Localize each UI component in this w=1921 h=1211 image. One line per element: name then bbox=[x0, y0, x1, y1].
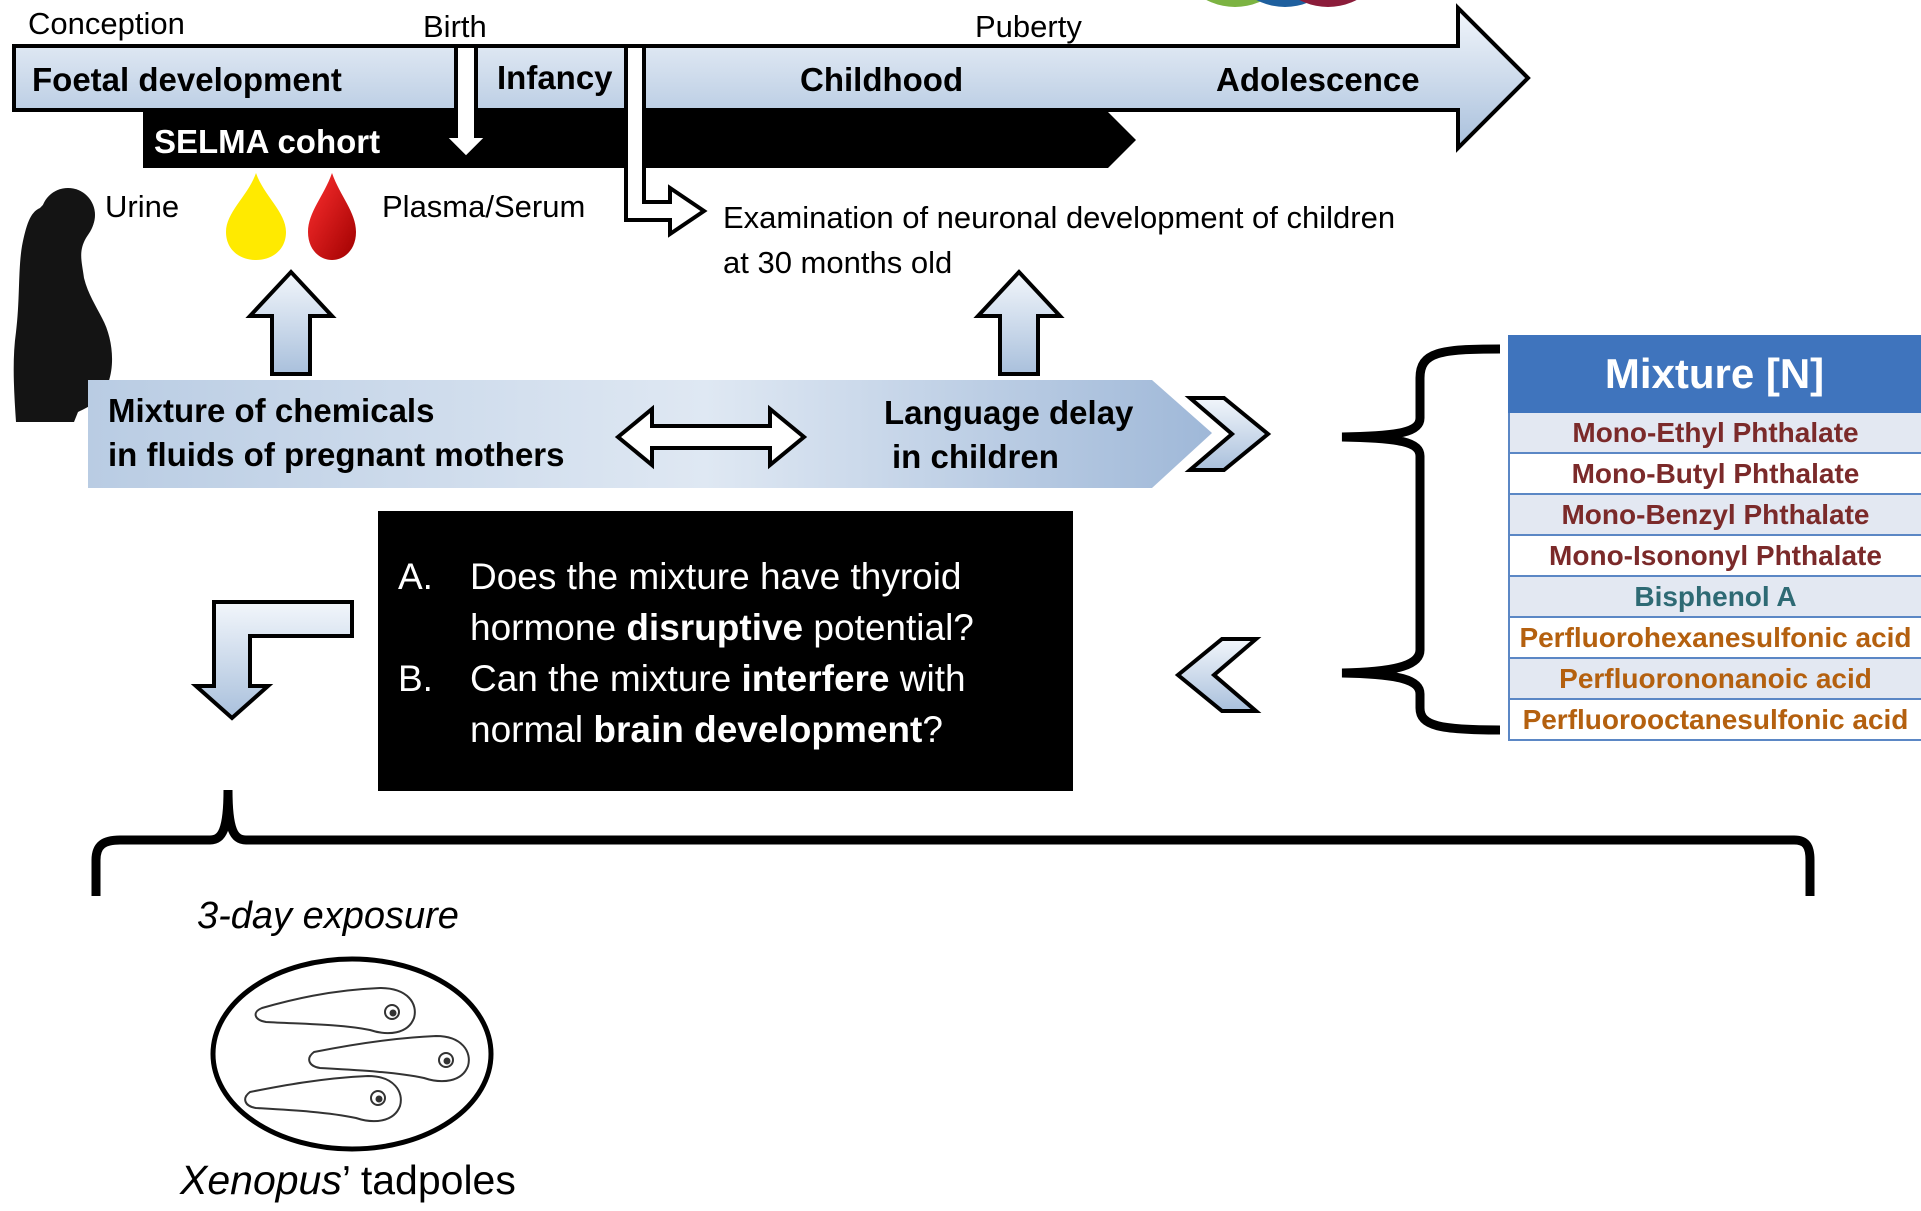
mixture-item: Bisphenol A bbox=[1510, 577, 1921, 618]
question-b-part: ? bbox=[922, 709, 943, 750]
stage-infancy-label: Infancy bbox=[497, 59, 613, 96]
tadpole-icon bbox=[244, 986, 470, 1123]
blood-drop-icon bbox=[308, 173, 356, 260]
pregnant-woman-silhouette bbox=[13, 188, 113, 422]
question-b-emphasis: brain development bbox=[593, 709, 923, 750]
question-a-emphasis: disruptive bbox=[626, 607, 804, 648]
question-b-emphasis: interfere bbox=[741, 658, 890, 699]
urine-label: Urine bbox=[105, 189, 179, 224]
question-a-part: potential? bbox=[803, 607, 974, 648]
stage-foetal-label: Foetal development bbox=[32, 61, 342, 98]
mixture-item: Perfluorononanoic acid bbox=[1510, 659, 1921, 700]
mixture-chemicals-line-2: in fluids of pregnant mothers bbox=[108, 436, 565, 473]
puberty-label: Puberty bbox=[975, 9, 1082, 44]
language-delay-line-2: in children bbox=[892, 438, 1059, 475]
exposure-bracket bbox=[91, 789, 1815, 896]
examination-line-2: at 30 months old bbox=[723, 245, 952, 280]
question-a-part: Does the mixture have thyroid hormone bbox=[470, 556, 962, 648]
mixture-chemicals-line-1: Mixture of chemicals bbox=[108, 392, 434, 429]
mixture-table-title: Mixture [N] bbox=[1508, 335, 1921, 413]
mixture-item: Perfluorohexanesulfonic acid bbox=[1510, 618, 1921, 659]
left-chevron-icon bbox=[1174, 637, 1262, 713]
question-b-letter: B. bbox=[398, 658, 433, 699]
language-delay-line-1: Language delay bbox=[884, 394, 1134, 431]
up-arrow-samples bbox=[245, 269, 337, 376]
mixture-table: Mixture [N] Mono-Ethyl Phthalate Mono-Bu… bbox=[1508, 335, 1921, 741]
tadpoles-petri-dish bbox=[210, 956, 494, 1152]
mixture-item: Mono-Ethyl Phthalate bbox=[1510, 413, 1921, 454]
mixture-curly-brace bbox=[1341, 344, 1501, 735]
research-questions-box: A. Does the mixture have thyroid hormone… bbox=[378, 511, 1073, 791]
question-b-part: with normal bbox=[470, 658, 966, 750]
question-b: B. Can the mixture interfere with normal… bbox=[398, 653, 1053, 755]
xenopus-label: Xenopus bbox=[179, 1157, 342, 1203]
stage-childhood-label: Childhood bbox=[800, 61, 963, 98]
plasma-serum-label: Plasma/Serum bbox=[382, 189, 585, 224]
mixture-item: Mono-Benzyl Phthalate bbox=[1510, 495, 1921, 536]
down-turn-arrow bbox=[190, 600, 354, 721]
selma-cohort-label: SELMA cohort bbox=[154, 123, 380, 160]
question-a-letter: A. bbox=[398, 556, 433, 597]
timeline-arrow bbox=[12, 3, 1531, 153]
question-b-text: Can the mixture interfere with normal br… bbox=[470, 653, 1053, 755]
urine-drop-icon bbox=[226, 173, 286, 260]
question-b-part: Can the mixture bbox=[470, 658, 742, 699]
mixture-item: Perfluorooctanesulfonic acid bbox=[1510, 700, 1921, 741]
tadpoles-suffix: ’ tadpoles bbox=[342, 1157, 516, 1203]
up-arrow-examination bbox=[973, 269, 1065, 376]
tadpoles-label: Xenopus’ tadpoles bbox=[179, 1157, 516, 1203]
question-a-text: Does the mixture have thyroid hormone di… bbox=[470, 551, 1053, 653]
double-headed-arrow bbox=[614, 404, 808, 470]
question-a: A. Does the mixture have thyroid hormone… bbox=[398, 551, 1053, 653]
right-chevron-icon bbox=[1184, 396, 1272, 472]
mixture-item: Mono-Butyl Phthalate bbox=[1510, 454, 1921, 495]
logo-circles bbox=[1206, 0, 1357, 7]
conception-label: Conception bbox=[28, 6, 185, 41]
stage-adolescence-label: Adolescence bbox=[1216, 61, 1420, 98]
birth-label: Birth bbox=[423, 9, 487, 44]
examination-elbow-arrow bbox=[624, 44, 708, 238]
examination-line-1: Examination of neuronal development of c… bbox=[723, 200, 1395, 235]
exposure-duration-label: 3-day exposure bbox=[197, 895, 459, 937]
birth-down-arrow bbox=[439, 44, 493, 161]
mixture-item: Mono-Isononyl Phthalate bbox=[1510, 536, 1921, 577]
mixture-list: Mono-Ethyl Phthalate Mono-Butyl Phthalat… bbox=[1508, 413, 1921, 741]
